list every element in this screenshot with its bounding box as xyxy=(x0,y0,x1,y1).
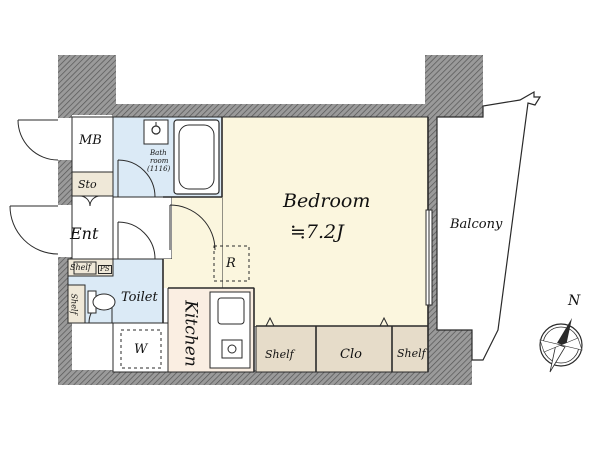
entrance-floor xyxy=(71,195,114,260)
bath-sink xyxy=(143,119,169,145)
toilet-fixture xyxy=(87,290,116,314)
shelf-right-label: Shelf xyxy=(397,347,426,360)
washer-label: W xyxy=(134,342,148,357)
bathtub xyxy=(173,119,220,195)
bathroom-label-2: room xyxy=(150,157,169,165)
closet-label: Clo xyxy=(340,347,362,362)
shelf-ps-overlay xyxy=(67,258,114,277)
sto-room xyxy=(71,171,114,197)
balcony-label: Balcony xyxy=(450,217,503,232)
bathroom-label-3: (1116) xyxy=(147,165,171,173)
shelf-toilet-floor xyxy=(67,284,86,324)
bedroom-label: Bedroom xyxy=(283,190,371,212)
toilet-label: Toilet xyxy=(121,290,158,305)
washer-space xyxy=(120,329,162,369)
kitchen-label: Kitchen xyxy=(180,300,201,367)
compass-north-label: N xyxy=(568,293,581,309)
corridor-floor xyxy=(163,259,222,288)
shelf-toilet-label: Shelf xyxy=(69,293,79,315)
refrigerator-label: R xyxy=(226,256,236,271)
balcony xyxy=(436,90,542,361)
corridor-upper xyxy=(172,197,222,259)
hall-floor xyxy=(112,196,173,260)
refrigerator-space xyxy=(213,245,250,282)
mb-label: MB xyxy=(79,133,102,148)
ent-label: Ent xyxy=(70,224,99,243)
laundry-floor xyxy=(112,322,169,373)
ent-shoe-shelf xyxy=(73,261,97,275)
bedroom-size: ≒7.2J xyxy=(290,221,344,243)
north-compass xyxy=(539,318,583,373)
closet-area xyxy=(255,325,429,373)
shelf-entry-label: Shelf xyxy=(70,263,91,272)
closet-hangers xyxy=(265,316,389,327)
windows xyxy=(425,209,433,306)
ps-label: PS xyxy=(98,265,112,274)
mb-room xyxy=(71,116,114,173)
shelf-left-label: Shelf xyxy=(265,348,294,361)
bathroom-label-1: Bath xyxy=(150,149,167,157)
kitchen-fixtures xyxy=(209,291,251,369)
bedroom-lower-floor xyxy=(254,288,428,326)
sto-label: Sto xyxy=(78,178,97,191)
